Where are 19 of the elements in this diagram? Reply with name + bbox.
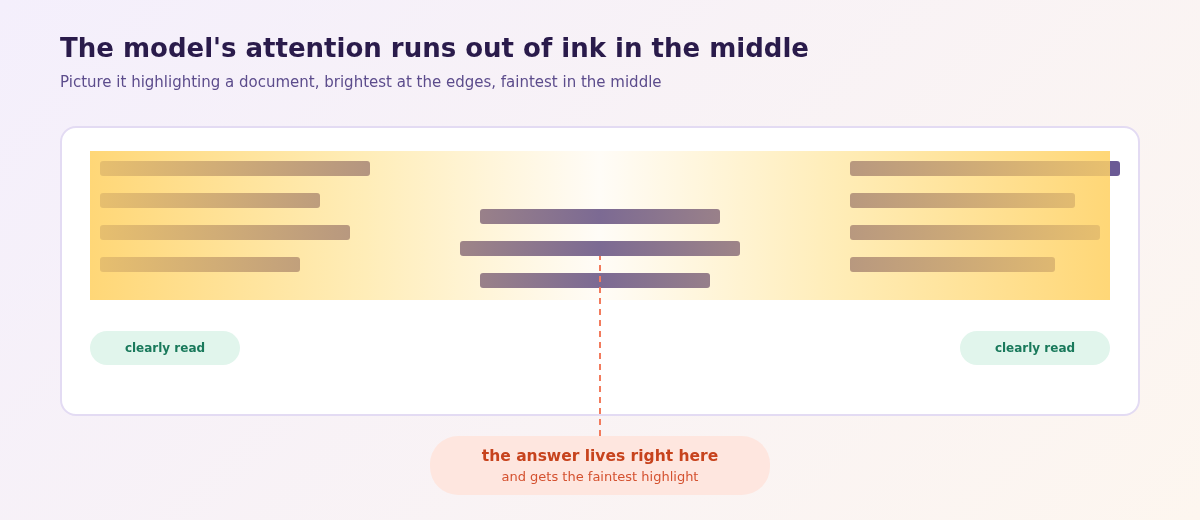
subtitle: Picture it highlighting a document, brightest at the edges, faintest in the middle [60,72,662,92]
text-line-bar [100,257,300,272]
callout-note: and gets the faintest highlight [501,468,699,485]
text-line-bar [100,193,320,208]
diagram-title: The model's attention runs out of ink in the middle [60,32,809,65]
text-line-bar [850,161,1120,176]
text-line-bar [460,241,740,256]
text-line-bar [850,225,1100,240]
leader-line [599,255,601,437]
text-line-bar [100,225,350,240]
text-line-bar [100,161,370,176]
text-line-bar [480,273,710,288]
callout-heading: the answer lives right here [481,446,719,466]
status-pill: clearly read [960,331,1110,365]
status-pill: clearly read [90,331,240,365]
text-line-bar [850,193,1075,208]
callout-box [430,436,770,495]
text-line-bar [480,209,720,224]
text-line-bar [850,257,1055,272]
